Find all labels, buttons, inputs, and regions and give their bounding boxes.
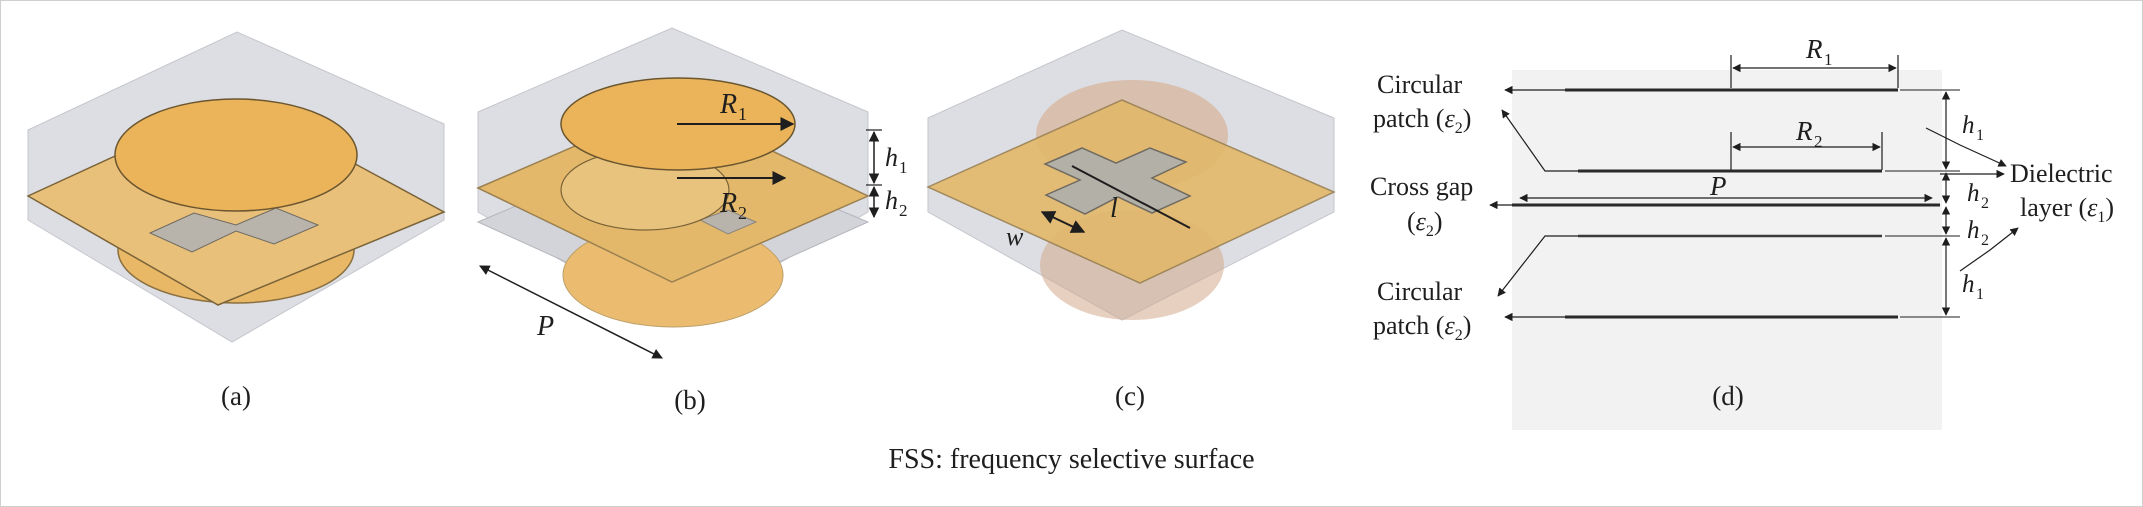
panel-d-h1-top-sub: 1 <box>1976 127 1984 144</box>
panel-d-P-label: P <box>1709 171 1727 201</box>
figure-caption: FSS: frequency selective surface <box>888 444 1255 475</box>
panel-d-h2-bot-sub: 2 <box>1981 232 1989 249</box>
panel-c-cross-gap <box>1043 147 1192 215</box>
panel-b-h1-sub: 1 <box>899 158 908 177</box>
panel-b-cross-gap-right <box>698 209 758 235</box>
panel-d-circ-bot-line1: Circular <box>1377 277 1463 306</box>
panel-d-R1-label: R <box>1805 34 1823 64</box>
panel-d-circ-top-line1: Circular <box>1377 70 1463 99</box>
panel-d-cross-label: (ε2) <box>1407 207 1443 240</box>
panel-d-diel-line1: Dielectric <box>2010 159 2113 188</box>
panel-d-leader-low-patch <box>1497 235 1578 297</box>
panel-c-diagram: l w (c) <box>926 29 1336 411</box>
panel-d-R1-sub: 1 <box>1824 50 1833 69</box>
panel-c-caption: (c) <box>1115 381 1145 411</box>
panel-d-h1-top-label: h <box>1962 112 1975 139</box>
panel-d-R2-sub: 2 <box>1814 132 1823 151</box>
panel-b-R2-label: R <box>719 188 737 219</box>
panel-a-cross-gap <box>148 207 320 253</box>
panel-a-caption: (a) <box>221 381 251 411</box>
panel-d-dielectric-field <box>1512 70 1942 430</box>
panel-d-leader-diel-bot <box>1959 227 2019 272</box>
panel-d-leader-diel-top <box>1925 127 2007 167</box>
panel-c-l-label: l <box>1110 193 1118 224</box>
panel-d-caption: (d) <box>1712 381 1743 411</box>
panel-b-R2-sub: 2 <box>738 203 747 223</box>
panel-b-R1-sub: 1 <box>738 104 747 124</box>
panel-d-h2-top-sub: 2 <box>1981 195 1989 212</box>
panel-b-h2-sub: 2 <box>899 201 908 220</box>
panel-b-P-label: P <box>536 311 554 342</box>
panel-d-leader-mid-patch <box>1501 109 1578 172</box>
panel-b-P-arrow <box>479 265 663 359</box>
panel-d-circ-bot-label: patch (ε2) <box>1373 311 1471 344</box>
panel-a-top-patch <box>114 98 358 212</box>
panel-b-R1-label: R <box>719 89 737 120</box>
panel-d-cross-line1: Cross gap <box>1370 172 1473 201</box>
panel-a-diagram: (a) <box>26 31 446 411</box>
panel-c-l-dim <box>1071 165 1191 229</box>
panel-b-h1-label: h <box>885 143 898 172</box>
panel-d-diagram: R 1 R 2 P h 1 h 2 h 2 h 1 <box>1370 34 2114 430</box>
panel-d-R2-label: R <box>1795 116 1813 146</box>
panel-d-h2-bot-label: h <box>1967 217 1980 244</box>
panel-d-h2-top-label: h <box>1967 180 1980 207</box>
panel-b-diagram: R 1 R 2 h 1 h 2 P (b) <box>476 27 908 415</box>
panel-d-h1-bot-sub: 1 <box>1976 286 1984 303</box>
panel-c-w-label: w <box>1006 222 1024 251</box>
panel-d-h1-bot-label: h <box>1962 271 1975 298</box>
panel-c-w-dim <box>1040 211 1086 233</box>
panel-b-caption: (b) <box>674 385 705 415</box>
panel-d-circ-top-label: patch (ε2) <box>1373 104 1471 137</box>
panel-d-diel-label: layer (ε1) <box>2020 193 2114 226</box>
panel-b-h2-label: h <box>885 186 898 215</box>
